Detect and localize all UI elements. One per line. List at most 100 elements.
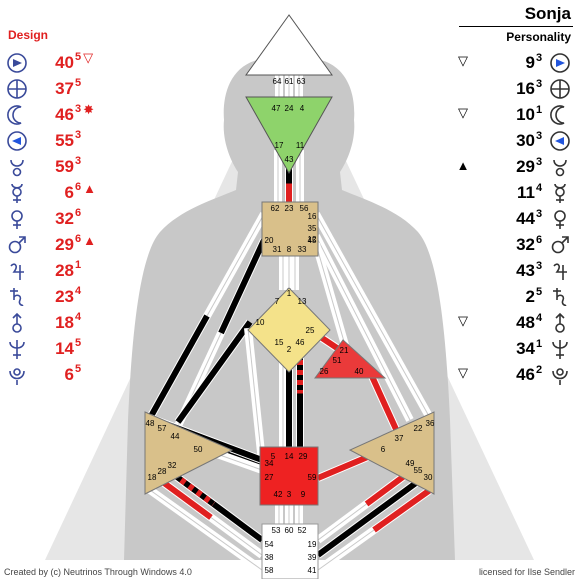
design-gate: 14 [55,339,74,358]
design-line: 6 [75,181,82,193]
south-node-icon [553,159,567,177]
personality-line: 3 [536,52,543,64]
gate-label: 11 [296,141,305,150]
channel-30-41 [315,526,377,574]
footer-license: licensed for Ilse Sendler [478,567,575,577]
gate-label: 46 [296,338,305,347]
gate-label: 39 [308,553,317,562]
venus-icon [11,210,23,229]
gate-label: 35 [308,224,317,233]
design-gate: 40 [55,53,74,72]
channel-30-41 [371,486,433,534]
gate-label: 54 [265,540,274,549]
gate-label: 49 [406,459,415,468]
neptune-icon [9,340,25,359]
design-mark: ✸ [83,102,95,117]
gate-label: 56 [300,204,309,213]
channel-35-36 [312,212,434,420]
throat-center [261,201,319,257]
gate-label: 45 [308,236,317,245]
gate-label: 31 [273,245,282,254]
uranus-icon [12,312,22,333]
design-gate: 37 [55,79,74,98]
design-line: 6 [75,233,82,245]
personality-line: 3 [536,260,543,272]
channel-49-19 [315,476,423,559]
gate-label: 34 [265,459,274,468]
sun-icon [550,53,570,73]
spleen-center [144,411,234,495]
personality-mark: ▽ [458,313,468,328]
channel-16-48 [203,212,268,318]
channel-10-57 [174,319,254,425]
gate-label: 4 [300,104,305,113]
design-line: 4 [75,311,82,323]
gate-label: 59 [308,473,317,482]
personality-gate: 2 [525,287,535,306]
mercury-icon [11,183,23,203]
design-line: 5 [75,337,82,349]
design-mark: ▲ [83,232,96,248]
design-gate: 29 [55,235,74,254]
gate-label: 33 [298,245,307,254]
channel-28-38 [208,514,265,559]
gate-label: 43 [285,155,294,164]
gate-label: 2 [287,345,292,354]
channel-55-39 [315,500,369,544]
personality-gate: 32 [516,235,535,254]
footer-credit: Created by (c) Neutrinos Through Windows… [4,567,192,577]
personality-gate: 44 [516,209,535,228]
gate-label: 58 [265,566,274,575]
personality-gate: 34 [516,339,535,358]
gate-label: 64 [273,77,282,86]
personality-gate: 9 [525,53,535,72]
gate-label: 3 [287,490,292,499]
root-center [261,523,319,579]
mars-icon [8,236,26,254]
gate-label: 14 [285,452,294,461]
personality-line: 3 [536,130,543,142]
gate-label: 51 [333,356,342,365]
personality-gate: 46 [516,365,535,384]
design-line: 5 [75,77,82,89]
personality-line: 3 [536,78,543,90]
channel-59-6 [316,452,372,482]
channel-28-38 [157,476,214,521]
gate-label: 32 [168,461,177,470]
personality-line: 6 [536,234,543,246]
gate-label: 8 [287,245,292,254]
gate-label: 17 [275,141,284,150]
design-gate: 18 [55,313,74,332]
moon-icon [7,105,22,125]
personality-mark: ▽ [458,53,468,68]
design-line: 5 [75,51,82,63]
design-line: 5 [75,363,82,375]
pluto-icon [9,368,25,385]
gate-label: 25 [306,326,315,335]
design-title: Design [8,28,49,42]
pluto-icon [552,368,568,385]
design-mark: ▲ [83,180,96,196]
gate-label: 30 [424,473,433,482]
gate-label: 61 [285,77,294,86]
design-gate: 32 [55,209,74,228]
personality-mark: ▽ [458,105,468,120]
personality-mark: ▲ [456,157,470,173]
gate-label: 36 [426,419,435,428]
gate-label: 10 [256,318,265,327]
gate-label: 13 [298,297,307,306]
gate-label: 44 [171,432,180,441]
gate-label: 52 [298,526,307,535]
gate-label: 57 [158,424,167,433]
ajna-center [245,96,333,175]
